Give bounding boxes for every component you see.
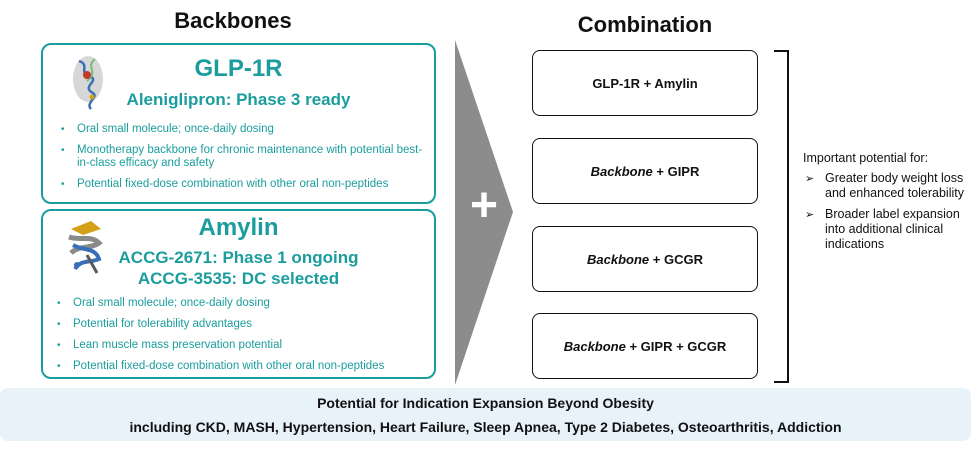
- plus-icon: +: [469, 179, 499, 232]
- amylin-subtitle-2: ACCG-3535: DC selected: [137, 269, 340, 288]
- potential-item: Broader label expansion into additional …: [803, 207, 968, 252]
- amylin-molecule-icon: [68, 221, 103, 274]
- combo-text: GLP-1R + Amylin: [592, 75, 698, 91]
- amylin-title: Amylin: [198, 214, 279, 241]
- amylin-card: Amylin ACCG-2671: Phase 1 ongoing ACCG-3…: [41, 209, 436, 379]
- glp1r-bullet: Monotherapy backbone for chronic mainten…: [55, 144, 425, 170]
- combo-text: + GIPR + GCGR: [625, 338, 727, 354]
- potential-title: Important potential for:: [803, 151, 929, 165]
- glp1r-title: GLP-1R: [194, 55, 283, 82]
- amylin-bullet: Potential fixed-dose combination with ot…: [51, 360, 426, 373]
- glp1r-bullet: Oral small molecule; once-daily dosing: [55, 123, 425, 136]
- glp1r-bullet: Potential fixed-dose combination with ot…: [55, 178, 425, 191]
- amylin-bullets: Oral small molecule; once-daily dosing P…: [51, 297, 426, 373]
- combo-backbone-gipr-gcgr: Backbone + GIPR + GCGR: [532, 313, 758, 379]
- combo-italic: Backbone: [563, 338, 626, 354]
- glp1r-card: GLP-1R Aleniglipron: Phase 3 ready Oral …: [41, 43, 436, 204]
- important-potential: Important potential for: Greater body we…: [803, 151, 968, 258]
- combo-backbone-gcgr: Backbone + GCGR: [532, 226, 758, 292]
- indication-expansion-title: Potential for Indication Expansion Beyon…: [317, 395, 654, 411]
- amylin-bullet: Lean muscle mass preservation potential: [51, 339, 426, 352]
- indication-expansion-band: [0, 388, 971, 441]
- combo-italic: Backbone: [587, 251, 650, 267]
- amylin-subtitle-1: ACCG-2671: Phase 1 ongoing: [118, 248, 359, 267]
- indication-expansion-list: including CKD, MASH, Hypertension, Heart…: [129, 419, 842, 435]
- glp1r-molecule-icon: [73, 56, 103, 110]
- combo-glp1r-amylin: GLP-1R + Amylin: [532, 50, 758, 116]
- potential-list: Greater body weight loss and enhanced to…: [803, 171, 968, 252]
- glp1r-bullets: Oral small molecule; once-daily dosing M…: [55, 123, 425, 191]
- glp1r-subtitle: Aleniglipron: Phase 3 ready: [126, 90, 351, 109]
- combo-text: + GCGR: [649, 251, 703, 267]
- combo-text: + GIPR: [652, 163, 700, 179]
- combo-italic: Backbone: [590, 163, 653, 179]
- combination-heading: Combination: [577, 12, 713, 37]
- combine-arrow: [455, 40, 513, 385]
- grouping-bracket: [774, 50, 789, 383]
- potential-item: Greater body weight loss and enhanced to…: [803, 171, 968, 201]
- backbones-heading: Backbones: [174, 8, 292, 33]
- combo-backbone-gipr: Backbone + GIPR: [532, 138, 758, 204]
- amylin-bullet: Potential for tolerability advantages: [51, 318, 426, 331]
- amylin-bullet: Oral small molecule; once-daily dosing: [51, 297, 426, 310]
